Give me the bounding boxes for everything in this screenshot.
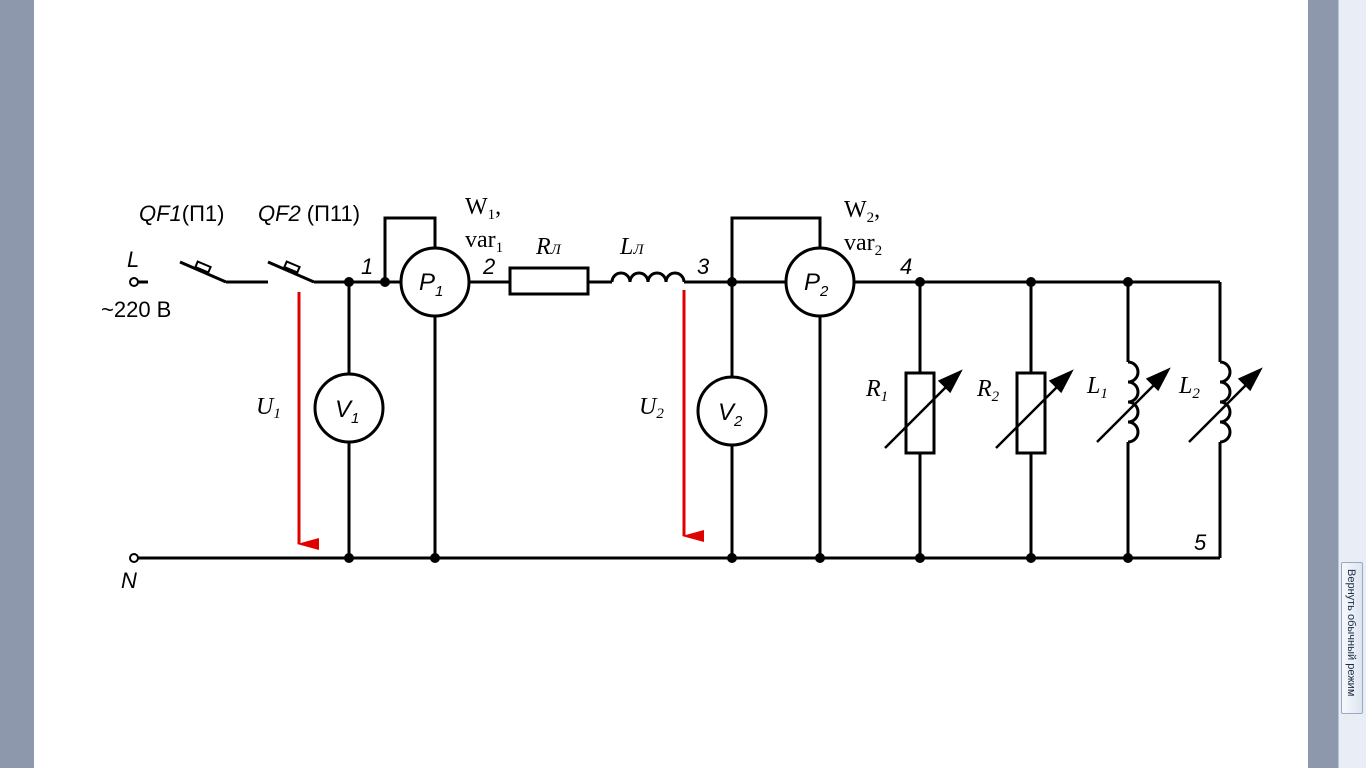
var2-label: var2 — [844, 230, 882, 259]
qf1-label: QF1(П1) — [139, 201, 225, 226]
phase-terminal — [129, 277, 139, 287]
load-resistor-r2 — [1015, 371, 1047, 455]
qf2-switch-blade — [267, 260, 315, 284]
node-4-label: 4 — [900, 254, 912, 279]
circuit-diagram: L ~220 В N QF1(П1) QF2(П11) 1 2 3 4 5 P1… — [101, 194, 1263, 593]
w1-label: W1, — [465, 194, 501, 223]
qf1-switch-blade — [179, 260, 227, 284]
l2-label: L2 — [1178, 373, 1200, 402]
w2-label: W2, — [844, 197, 880, 226]
voltage-label: ~220 В — [101, 297, 171, 322]
load-inductor-l2 — [1219, 360, 1232, 444]
restore-normal-mode-button[interactable]: Вернуть обычный режим — [1341, 562, 1363, 714]
v1-label: V1 — [335, 396, 359, 427]
var1-label: var1 — [465, 227, 503, 256]
node-2-label: 2 — [482, 254, 495, 279]
u1-label: U1 — [256, 394, 281, 422]
p1-label: P1 — [419, 269, 443, 300]
line-inductor — [610, 271, 686, 283]
load-inductor-l1 — [1127, 360, 1140, 444]
slide-canvas: L ~220 В N QF1(П1) QF2(П11) 1 2 3 4 5 P1… — [34, 0, 1308, 768]
restore-normal-mode-label: Вернуть обычный режим — [1345, 569, 1357, 697]
u2-label: U2 — [639, 394, 664, 422]
r2-label: R2 — [976, 376, 1000, 405]
r1-label: R1 — [865, 376, 888, 405]
variable-arrows — [884, 367, 1263, 449]
qf2-label: QF2(П11) — [258, 201, 360, 226]
p2-label: P2 — [804, 269, 829, 300]
line-resistor — [508, 266, 590, 296]
l1-label: L1 — [1086, 373, 1108, 402]
rl-label: RЛ — [535, 234, 562, 260]
v2-label: V2 — [718, 399, 743, 430]
node-3-label: 3 — [697, 254, 710, 279]
node-1-label: 1 — [361, 254, 373, 279]
neutral-terminal — [129, 553, 139, 563]
wires — [129, 216, 1232, 563]
junction-dots — [344, 277, 1133, 563]
ll-label: LЛ — [619, 234, 644, 260]
phase-label: L — [127, 247, 139, 272]
neutral-label: N — [121, 568, 137, 593]
node-5-label: 5 — [1194, 530, 1207, 555]
